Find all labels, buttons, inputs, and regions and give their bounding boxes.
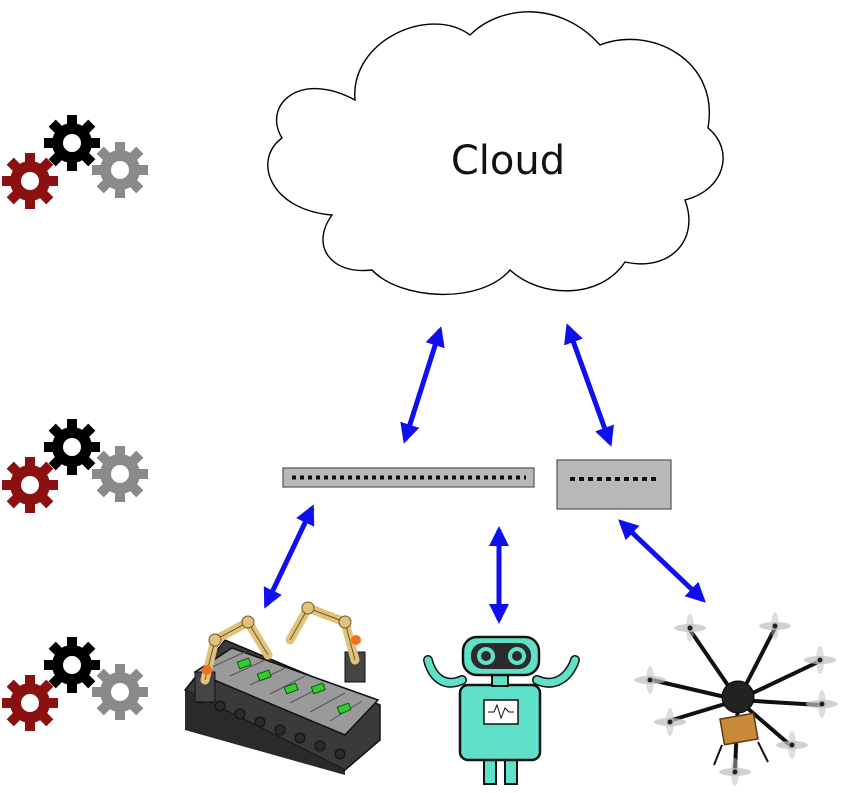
large-network-switch xyxy=(282,467,535,488)
gears-icon xyxy=(2,419,148,513)
factory-conveyor-icon xyxy=(183,601,381,775)
arrow-drone-switch xyxy=(618,519,706,603)
robot-icon xyxy=(423,635,580,785)
cloud-shape xyxy=(267,11,724,296)
arrow-switch-cloud-left xyxy=(400,326,445,444)
drone-icon xyxy=(634,612,838,786)
arrow-switch-cloud-right xyxy=(564,323,614,447)
arrow-factory-switch xyxy=(263,504,315,609)
gears-icon xyxy=(2,115,148,209)
gears-icon xyxy=(2,637,148,731)
cloud-label: Cloud xyxy=(450,138,566,184)
small-network-switch xyxy=(556,459,672,510)
